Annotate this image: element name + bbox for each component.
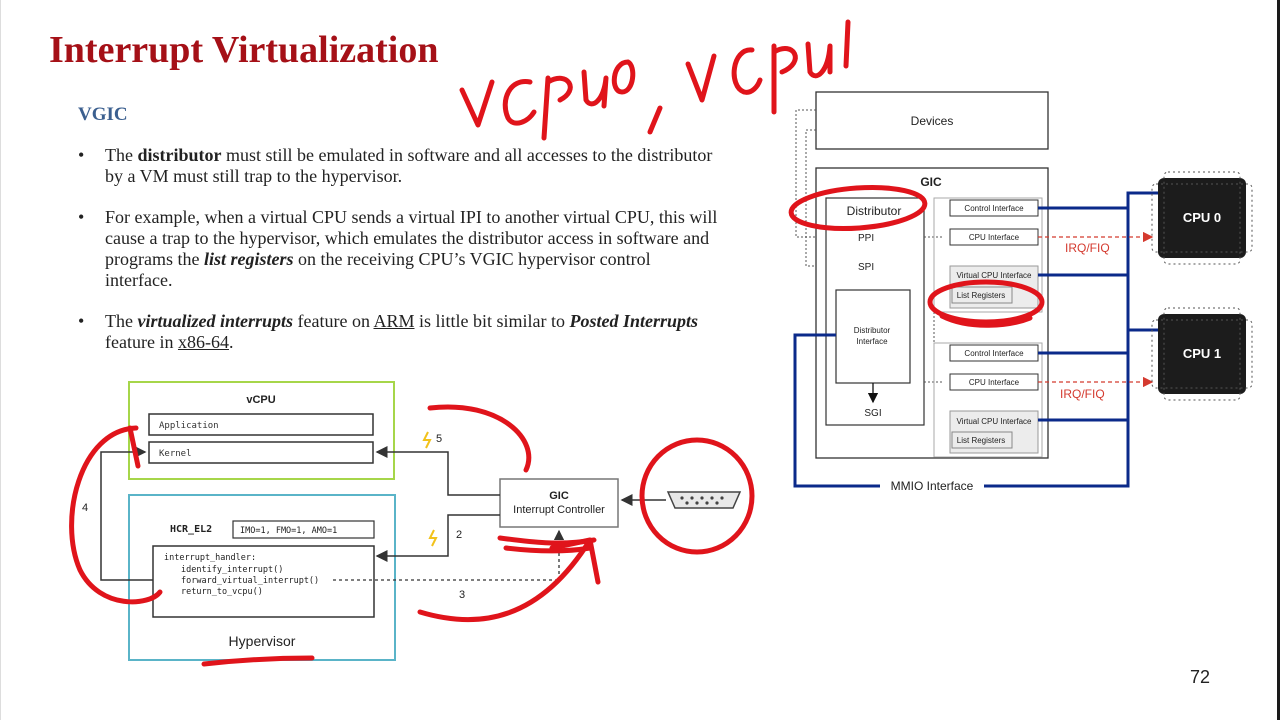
arrow-stroke (427, 404, 532, 473)
hcr-value: IMO=1, FMO=1, AMO=1 (240, 526, 337, 536)
distributor-interface-label: Interface (856, 337, 888, 346)
handwriting-stroke (647, 105, 663, 135)
hypervisor-label: Hypervisor (229, 633, 296, 649)
control-interface-label: Control Interface (964, 204, 1024, 213)
handwriting-stroke (805, 41, 833, 79)
code-line: return_to_vcpu() (181, 587, 263, 597)
handler-code-box (152, 545, 375, 618)
cpu0-label: CPU 0 (1183, 210, 1221, 225)
list-registers-label: List Registers (957, 291, 1005, 300)
slide-title: Interrupt Virtualization (49, 29, 439, 71)
bullet-dot: • (78, 207, 85, 227)
handwriting-stroke (843, 19, 851, 69)
gic-controller-box (499, 478, 619, 528)
devices-box (815, 91, 1049, 150)
scribble-stroke (497, 535, 597, 554)
spi-label: SPI (858, 262, 874, 273)
list-registers-box (951, 286, 1013, 304)
step-label: 5 (436, 433, 442, 445)
bullet-item: • The distributor must still be emulated… (78, 145, 713, 186)
handwriting-stroke (731, 47, 763, 95)
handwriting-stroke (502, 79, 537, 126)
code-line: identify_interrupt() (181, 565, 283, 575)
serial-port-icon (666, 491, 742, 509)
ppi-line (795, 109, 852, 238)
underline-mark (939, 313, 1033, 328)
bullet-item: • For example, when a virtual CPU sends … (78, 207, 718, 290)
virtual-cpu-interface-label: Virtual CPU Interface (957, 417, 1033, 426)
ppi-label: PPI (858, 233, 874, 244)
list-registers-label: List Registers (957, 436, 1005, 445)
application-label: Application (159, 421, 219, 431)
handwriting-stroke (611, 59, 636, 95)
link-arm[interactable]: ARM (373, 311, 415, 331)
control-interface-label: Control Interface (964, 349, 1024, 358)
application-box (148, 413, 374, 436)
gic-subtitle: Interrupt Controller (513, 504, 605, 516)
lightning-icon (428, 529, 438, 547)
cpu0-chip-icon (1151, 171, 1253, 265)
handwriting-stroke (459, 79, 495, 128)
list-registers-box (951, 431, 1013, 449)
step-label: 2 (456, 529, 462, 541)
arrow-stroke (69, 425, 163, 605)
vcpu-label: vCPU (246, 394, 275, 406)
hcr-label: HCR_EL2 (170, 524, 212, 535)
cpu1-chip-icon (1151, 307, 1253, 401)
distributor-interface-label: Distributor (854, 326, 891, 335)
mmio-label: MMIO Interface (891, 479, 974, 493)
gic-title: GIC (549, 490, 569, 502)
distributor-label: Distributor (847, 204, 902, 218)
irq-label: IRQ/FIQ (1060, 387, 1105, 401)
virtual-cpu-interface-label: Virtual CPU Interface (957, 271, 1033, 280)
cpu1-label: CPU 1 (1183, 346, 1221, 361)
gic-label: GIC (920, 175, 942, 189)
devices-label: Devices (911, 114, 954, 128)
kernel-box (148, 441, 374, 464)
handwriting-stroke (685, 53, 717, 103)
distributor-circle (788, 185, 928, 231)
step-label: 3 (459, 589, 465, 601)
bullet-list: • The distributor must still be emulated… (78, 145, 718, 373)
irq-label: IRQ/FIQ (1065, 241, 1110, 255)
code-line: interrupt_handler: (164, 553, 256, 563)
bus-lines (793, 191, 1162, 488)
arrow-4 (100, 446, 153, 581)
bullet-item: • The virtualized interrupts feature on … (78, 311, 699, 352)
lightning-icon (422, 431, 432, 449)
link-x86-64[interactable]: x86-64 (177, 332, 229, 352)
cpu-interface-label: CPU Interface (969, 233, 1020, 242)
code-line: forward_virtual_interrupt() (181, 576, 319, 586)
handwriting-stroke (581, 69, 609, 109)
section-subheading: VGIC (78, 104, 128, 125)
bullet-dot: • (78, 145, 85, 165)
sgi-label: SGI (864, 408, 881, 419)
arrow-2 (375, 514, 500, 562)
bullet-dot: • (78, 311, 85, 331)
page-number: 72 (1190, 667, 1211, 687)
serial-port-circle (639, 437, 755, 555)
arrow-5 (375, 446, 500, 496)
cpu-interface-label: CPU Interface (969, 378, 1020, 387)
hcr-value-box (232, 520, 375, 539)
step-label: 4 (82, 502, 88, 514)
kernel-label: Kernel (159, 449, 192, 459)
handwriting-stroke (771, 43, 798, 115)
handwriting-stroke (541, 75, 573, 141)
hypervisor-underline (201, 655, 315, 667)
arrow-stroke (127, 425, 141, 469)
list-registers-circle (927, 279, 1045, 325)
